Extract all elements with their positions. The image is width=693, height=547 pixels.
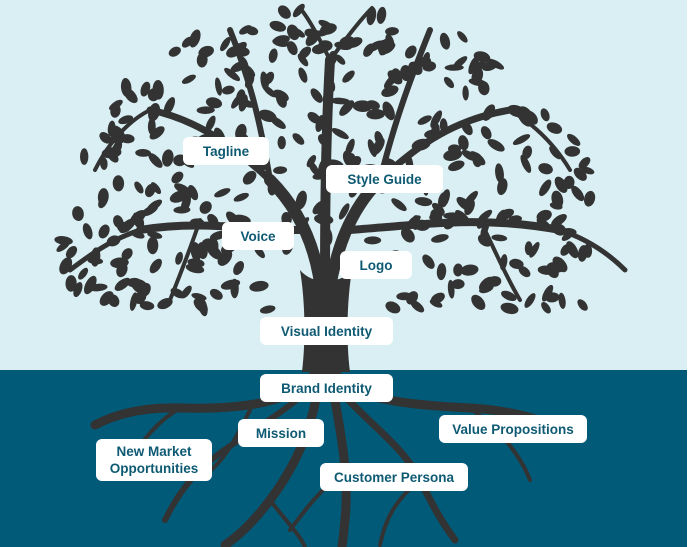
label-voice: Voice (222, 222, 294, 250)
label-value-propositions: Value Propositions (439, 415, 587, 443)
label-brand-identity: Brand Identity (260, 374, 393, 402)
label-mission: Mission (238, 419, 324, 447)
label-tagline: Tagline (183, 137, 269, 165)
label-logo: Logo (340, 251, 412, 279)
label-visual-identity: Visual Identity (260, 317, 393, 345)
label-new-market-opportunities: New Market Opportunities (96, 439, 212, 481)
label-style-guide: Style Guide (326, 165, 443, 193)
label-customer-persona: Customer Persona (320, 463, 468, 491)
